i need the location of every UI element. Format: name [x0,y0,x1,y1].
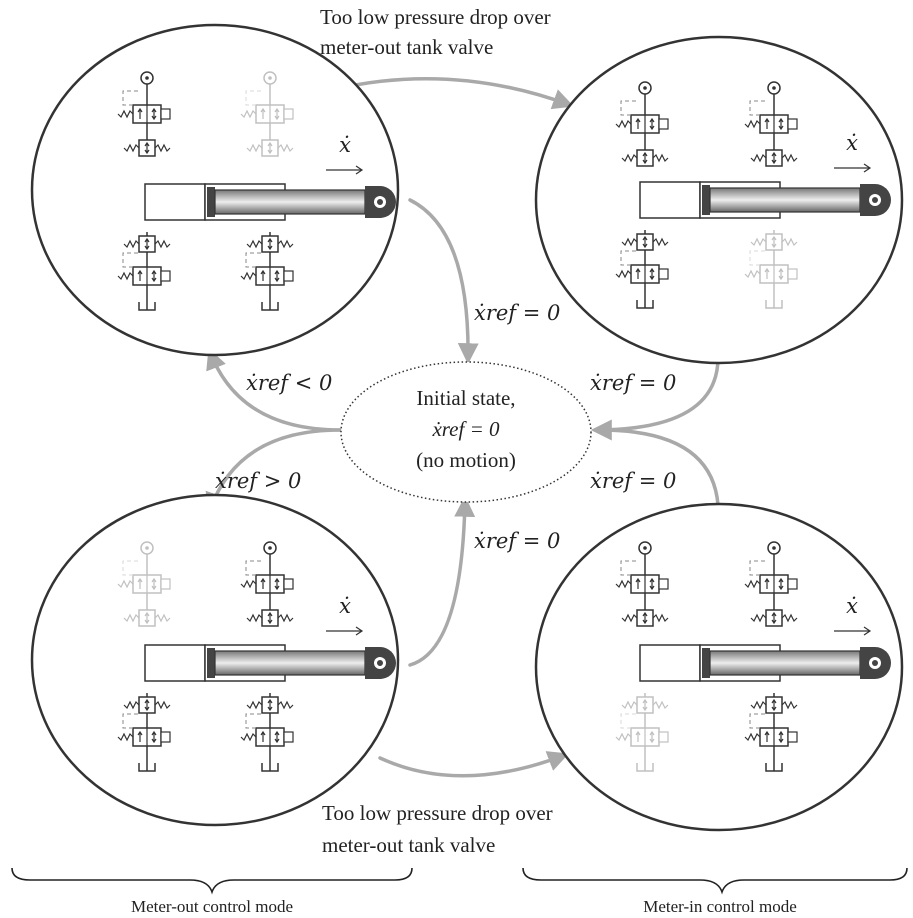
arrow-tl-to-center [408,198,479,365]
state-bottom-left: ẋ [30,493,400,827]
bottom-note-line1: Too low pressure drop over [322,801,553,825]
state-top-left: ẋ [30,23,400,357]
left-mode-caption: Meter-out control mode [131,897,293,916]
top-note-line1: Too low pressure drop over [320,5,551,29]
label-center-to-bl: ẋref > 0 [215,469,301,493]
state-bottom-right: ẋ [534,502,904,832]
velocity-label: ẋ [846,131,858,155]
bottom-note-line2: meter-out tank valve [322,833,495,857]
initial-state-title: Initial state, [416,386,515,410]
arrow-center-to-tl [206,348,342,432]
label-tr-to-center: ẋref = 0 [590,371,676,395]
arrow-bl-to-center [408,495,476,667]
arrow-br-to-center [598,428,720,507]
left-brace [11,867,413,895]
label-br-to-center: ẋref = 0 [590,469,676,493]
velocity-label: ẋ [339,594,351,618]
initial-state-condition: ẋref = 0 [431,417,500,441]
right-brace [522,867,908,895]
velocity-label: ẋ [339,133,351,157]
initial-state: Initial state, ẋref = 0 (no motion) [340,361,592,503]
initial-state-note: (no motion) [416,448,516,472]
arrow-center-to-bl [205,428,342,514]
velocity-label: ẋ [846,594,858,618]
label-tl-to-center: ẋref = 0 [474,301,560,325]
label-center-to-tl: ẋref < 0 [246,371,332,395]
top-note-line2: meter-out tank valve [320,35,493,59]
arrow-tr-to-center [590,353,720,441]
arrow-bottom-transition [378,751,569,778]
cylinder-icon [639,644,892,682]
state-top-right: ẋ [534,35,904,365]
right-mode-caption: Meter-in control mode [643,897,797,916]
label-bl-to-center: ẋref = 0 [474,529,560,553]
cylinder-icon [144,644,397,682]
transition-arrows [205,77,720,778]
